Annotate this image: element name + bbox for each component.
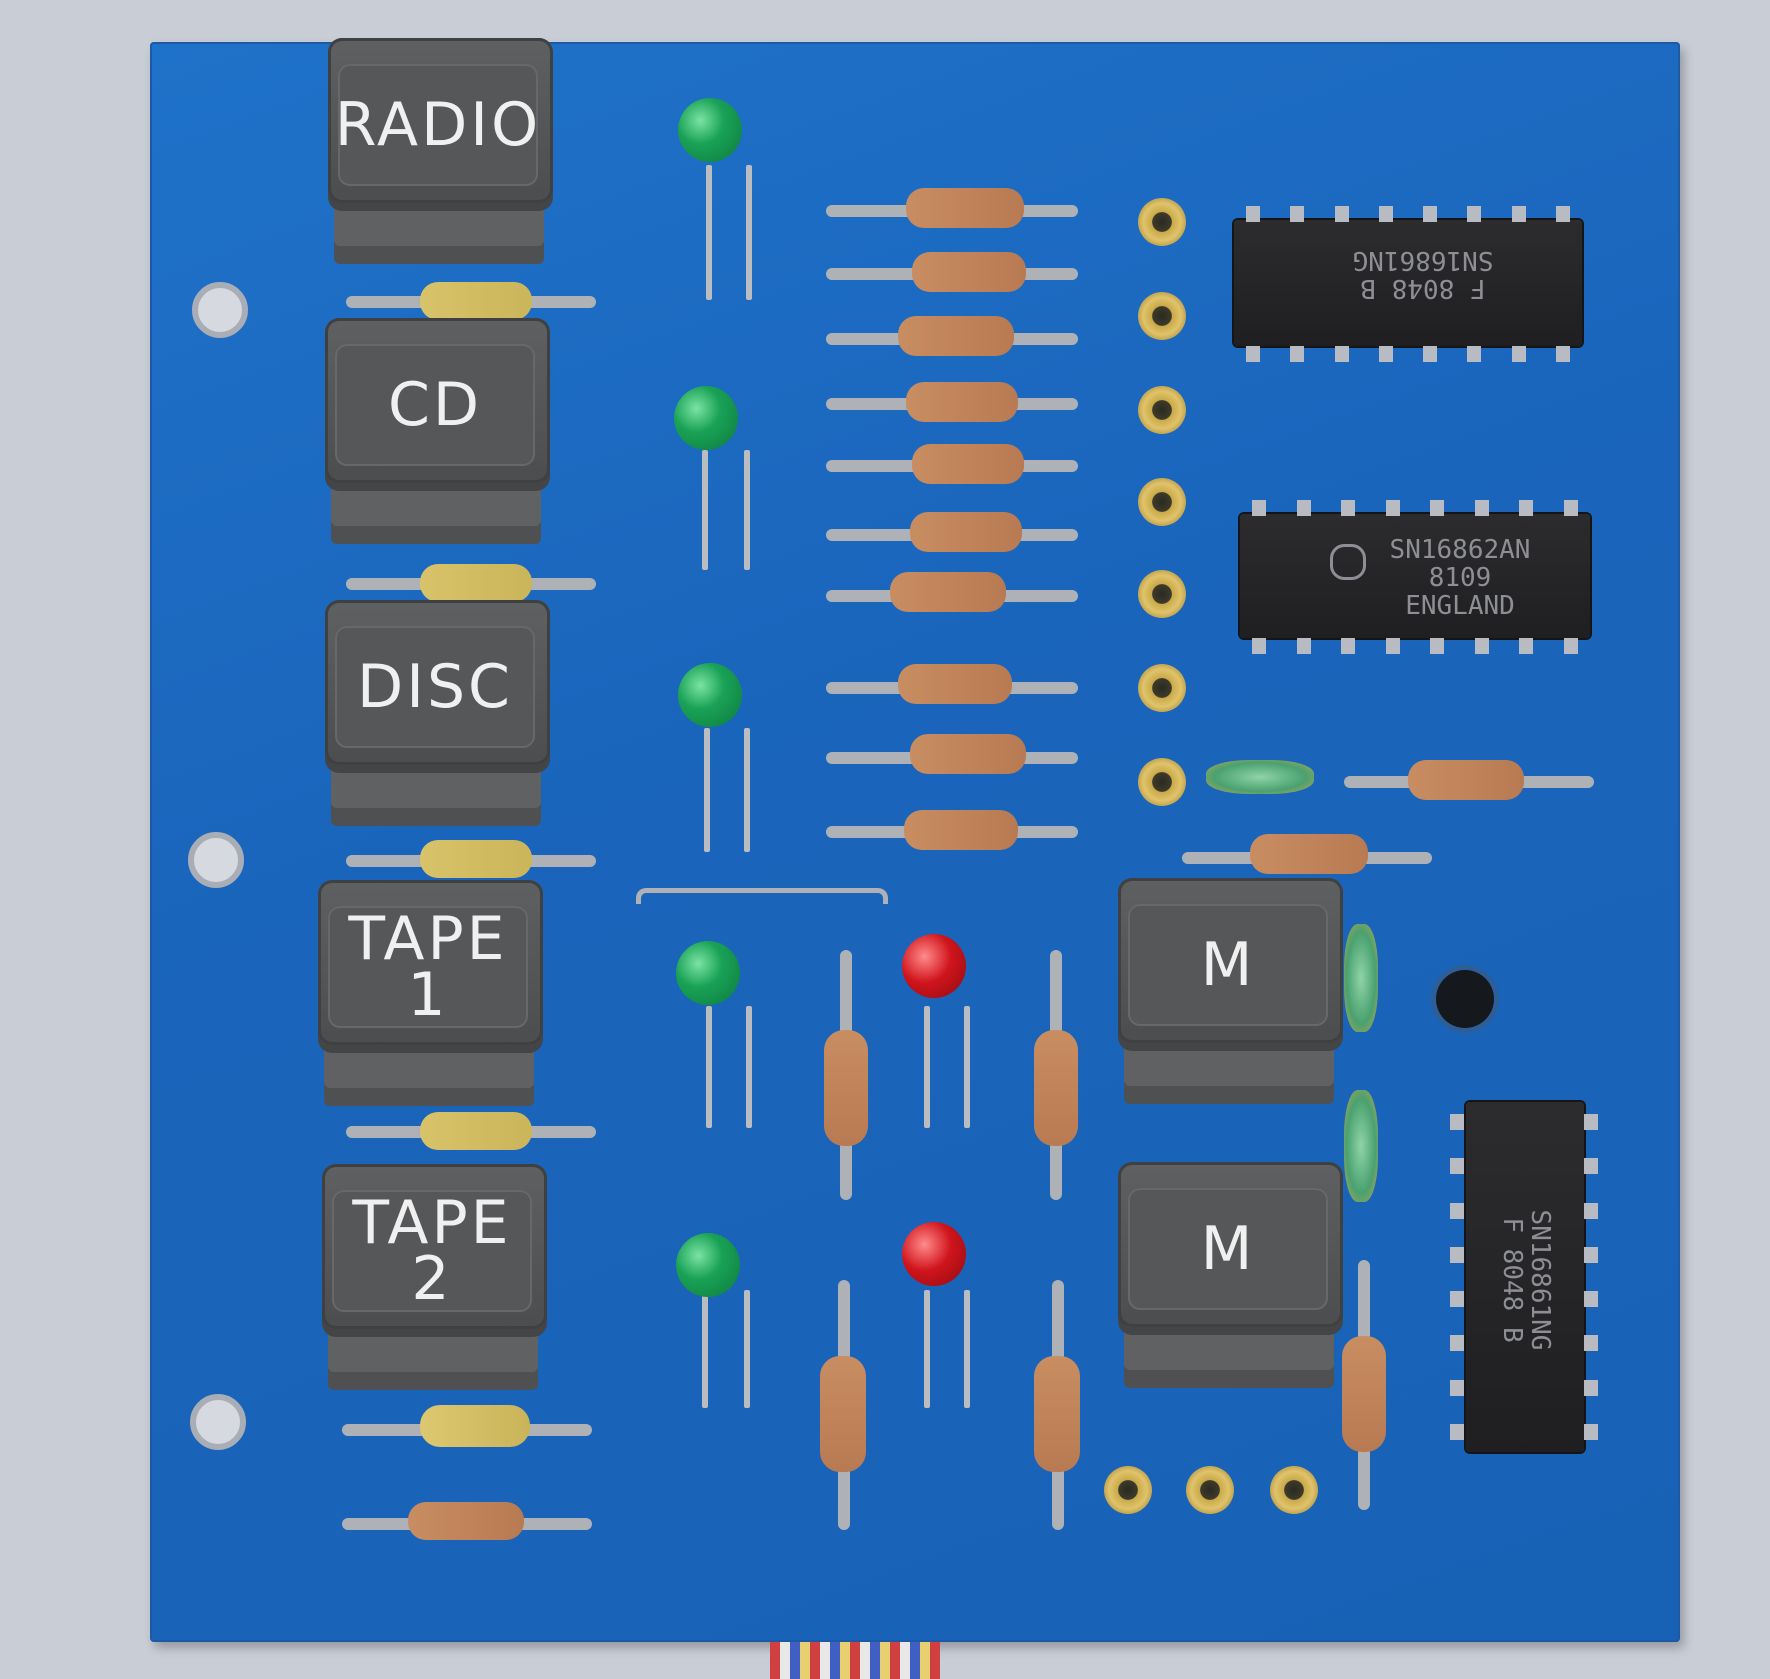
- led-lead: [964, 1290, 970, 1408]
- led-lead: [706, 1006, 712, 1128]
- ti-logo-icon: [1330, 544, 1366, 580]
- led-lead: [924, 1006, 930, 1128]
- led-lead: [704, 728, 710, 852]
- resistor: [906, 188, 1024, 228]
- resistor: [820, 1356, 866, 1472]
- resistor: [1250, 834, 1368, 874]
- mounting-hole: [192, 282, 248, 338]
- ribbon-cable: [770, 1642, 940, 1679]
- mounting-hole: [1436, 970, 1494, 1028]
- resistor: [906, 382, 1018, 422]
- red-led-m2: [902, 1222, 966, 1286]
- solder-pad: [1138, 292, 1186, 340]
- resistor: [1342, 1336, 1386, 1452]
- tape2-label: TAPE 2: [352, 1188, 512, 1314]
- capacitor: [1344, 924, 1378, 1032]
- led-lead: [744, 1290, 750, 1408]
- ic-2-marking: SN16862AN 8109 ENGLAND: [1389, 535, 1531, 621]
- m2-label: M: [1200, 1214, 1256, 1284]
- ic-chip-2: SN16862AN 8109 ENGLAND: [1240, 500, 1590, 654]
- ic-3-marking: SN16861NG F 8048 B: [1497, 1209, 1555, 1351]
- m2-button[interactable]: M: [1118, 1162, 1343, 1392]
- mounting-hole: [188, 832, 244, 888]
- resistor: [912, 444, 1024, 484]
- jumper-wire: [636, 888, 888, 904]
- m1-label: M: [1200, 930, 1256, 1000]
- led-lead: [744, 450, 750, 570]
- resistor: [910, 734, 1026, 774]
- green-led-cd: [674, 386, 738, 450]
- tape1-label: TAPE 1: [348, 904, 508, 1030]
- red-led-m1: [902, 934, 966, 998]
- solder-pad: [1104, 1466, 1152, 1514]
- resistor: [420, 282, 532, 320]
- capacitor: [1206, 760, 1314, 794]
- solder-pad: [1270, 1466, 1318, 1514]
- resistor: [910, 512, 1022, 552]
- resistor: [420, 1405, 530, 1447]
- cd-button[interactable]: CD: [325, 318, 550, 548]
- tape1-button[interactable]: TAPE 1: [318, 880, 543, 1110]
- resistor: [420, 1112, 532, 1150]
- solder-pad: [1138, 570, 1186, 618]
- resistor: [1034, 1356, 1080, 1472]
- solder-pad: [1138, 664, 1186, 712]
- resistor: [898, 316, 1014, 356]
- green-led-radio: [678, 98, 742, 162]
- solder-pad: [1138, 478, 1186, 526]
- resistor: [824, 1030, 868, 1146]
- solder-pad: [1138, 386, 1186, 434]
- resistor: [408, 1502, 524, 1540]
- cd-label: CD: [387, 370, 483, 440]
- ic-1-marking: F 8048 B SN16861NG: [1352, 245, 1494, 303]
- led-lead: [706, 165, 712, 300]
- m1-button[interactable]: M: [1118, 878, 1343, 1108]
- resistor: [1034, 1030, 1078, 1146]
- led-lead: [746, 1006, 752, 1128]
- solder-pad: [1186, 1466, 1234, 1514]
- green-led-tape1: [676, 941, 740, 1005]
- ic-chip-1: F 8048 B SN16861NG: [1234, 206, 1582, 362]
- radio-button[interactable]: RADIO: [328, 38, 553, 268]
- mounting-hole: [190, 1394, 246, 1450]
- resistor: [420, 564, 532, 602]
- led-lead: [964, 1006, 970, 1128]
- led-lead: [746, 165, 752, 300]
- disc-label: DISC: [357, 652, 513, 722]
- solder-pad: [1138, 758, 1186, 806]
- resistor: [898, 664, 1012, 704]
- disc-button[interactable]: DISC: [325, 600, 550, 830]
- ic-chip-3: SN16861NG F 8048 B: [1450, 1102, 1598, 1452]
- capacitor: [1344, 1090, 1378, 1202]
- tape2-button[interactable]: TAPE 2: [322, 1164, 547, 1394]
- resistor: [890, 572, 1006, 612]
- radio-label: RADIO: [334, 90, 542, 160]
- solder-pad: [1138, 198, 1186, 246]
- resistor: [1408, 760, 1524, 800]
- resistor: [420, 840, 532, 878]
- led-lead: [924, 1290, 930, 1408]
- led-lead: [702, 450, 708, 570]
- green-led-tape2: [676, 1233, 740, 1297]
- resistor: [912, 252, 1026, 292]
- led-lead: [702, 1290, 708, 1408]
- led-lead: [744, 728, 750, 852]
- green-led-disc: [678, 663, 742, 727]
- resistor: [904, 810, 1018, 850]
